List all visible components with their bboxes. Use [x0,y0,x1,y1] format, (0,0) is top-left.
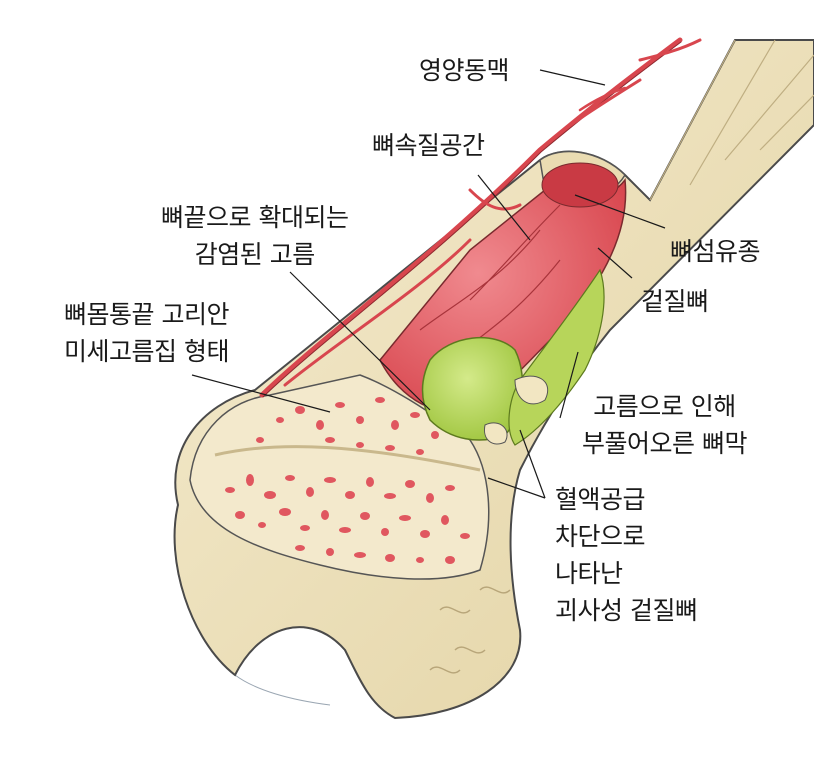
label-epiphysis-abscess: 뼈끝으로 확대되는 감염된 고름 [161,203,349,269]
trabecular-pores [225,397,470,564]
leader-lines [191,69,666,499]
pus-abscess [421,337,524,441]
label-necrotic-cortex: 혈액공급 차단으로 나타난 괴사성 겉질뼈 [555,485,698,625]
label-nutrient-artery: 영양동맥 [419,56,510,85]
nutrient-artery-vessels [259,37,702,398]
label-periosteum: 고름으로 인해 부풀어오른 뼈막 [582,392,747,458]
label-metaphysis-abscess: 뼈몸통끝 고리안 미세고름집 형태 [64,300,229,366]
label-sequestrum: 뼈섬유종 [670,237,761,266]
label-medullary-cavity: 뼈속질공간 [372,131,485,160]
label-cortical-bone: 겉질뼈 [641,287,709,316]
